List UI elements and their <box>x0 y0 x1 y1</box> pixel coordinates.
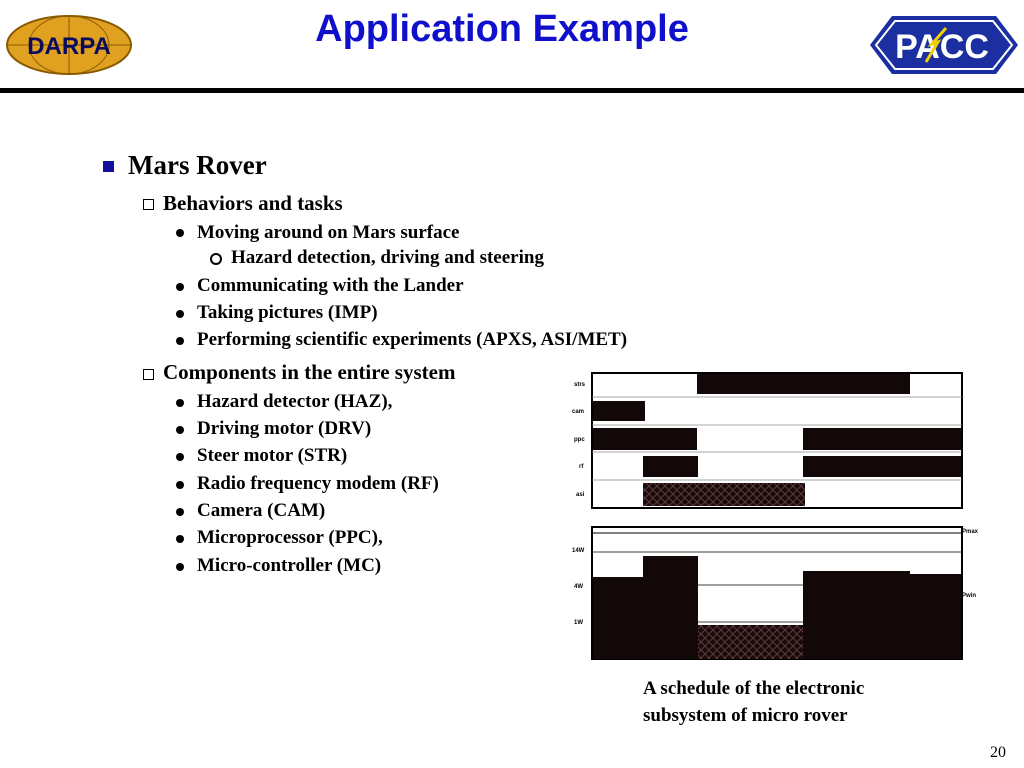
power-bar <box>593 577 645 659</box>
power-label-4w: 4W <box>574 584 583 590</box>
power-label-pwin: Pwin <box>962 593 976 599</box>
gantt-bar <box>643 483 805 506</box>
darpa-logo: DARPA <box>5 14 133 81</box>
power-label-14w: 14W <box>572 548 585 554</box>
gantt-label-ppc: ppc <box>574 437 585 443</box>
bullet-hazard-steer: Hazard detection, driving and steering <box>231 247 544 268</box>
page-number: 20 <box>990 744 1006 761</box>
open-square-bullet-icon <box>143 199 154 210</box>
open-square-bullet-icon <box>143 369 154 380</box>
dot-bullet-icon <box>176 399 184 407</box>
gantt-bar <box>593 401 645 421</box>
caption-line-2: subsystem of micro rover <box>643 705 848 726</box>
pacc-logo: PACC <box>868 14 1020 81</box>
bullet-cam: Camera (CAM) <box>197 500 326 521</box>
gantt-bar <box>697 374 910 394</box>
schedule-figure: strs cam ppc rf asi 14W 4W 1W Pmax Pwin <box>565 370 985 670</box>
power-bar <box>698 625 803 659</box>
power-bar <box>643 556 698 659</box>
dot-bullet-icon <box>176 337 184 345</box>
bullet-str: Steer motor (STR) <box>197 445 348 466</box>
dot-bullet-icon <box>176 283 184 291</box>
bullet-mc: Micro-controller (MC) <box>197 555 382 576</box>
bullet-experiments: Performing scientific experiments (APXS,… <box>197 329 628 350</box>
dot-bullet-icon <box>176 229 184 237</box>
gantt-label-rf: rf <box>579 464 584 470</box>
gantt-label-cam: cam <box>572 409 584 415</box>
dot-bullet-icon <box>176 508 184 516</box>
bullet-haz: Hazard detector (HAZ), <box>197 391 393 412</box>
darpa-logo-text: DARPA <box>27 33 111 60</box>
bullet-drv: Driving motor (DRV) <box>197 418 372 439</box>
gantt-label-strs: strs <box>574 382 586 388</box>
bullet-mars-rover: Mars Rover <box>128 150 267 180</box>
power-profile-chart: 14W 4W 1W Pmax Pwin <box>572 526 979 660</box>
bullet-rf: Radio frequency modem (RF) <box>197 473 439 494</box>
page-title: Application Example <box>315 8 689 50</box>
dot-bullet-icon <box>176 535 184 543</box>
header-divider <box>0 88 1024 93</box>
dot-bullet-icon <box>176 310 184 318</box>
dot-bullet-icon <box>176 426 184 434</box>
caption-line-1: A schedule of the electronic <box>643 678 865 699</box>
power-label-1w: 1W <box>574 620 583 626</box>
square-bullet-icon <box>103 161 114 172</box>
gantt-bar <box>803 428 961 450</box>
power-bar <box>803 571 910 659</box>
figure-caption: A schedule of the electronic subsystem o… <box>643 675 864 729</box>
bullet-behaviors: Behaviors and tasks <box>163 191 343 215</box>
dot-bullet-icon <box>176 563 184 571</box>
ring-bullet-icon <box>210 253 222 265</box>
bullet-communicating: Communicating with the Lander <box>197 275 464 296</box>
power-label-pmax: Pmax <box>962 529 979 535</box>
power-bar <box>910 574 961 659</box>
dot-bullet-icon <box>176 481 184 489</box>
bullet-moving: Moving around on Mars surface <box>197 222 460 243</box>
gantt-bar <box>593 428 697 450</box>
bullet-pictures: Taking pictures (IMP) <box>197 302 378 323</box>
bullet-components: Components in the entire system <box>163 360 456 384</box>
gantt-label-asi: asi <box>576 492 585 498</box>
gantt-bar <box>643 456 698 477</box>
dot-bullet-icon <box>176 453 184 461</box>
gantt-chart: strs cam ppc rf asi <box>572 372 963 509</box>
gantt-bar <box>803 456 961 477</box>
bullet-ppc: Microprocessor (PPC), <box>197 527 383 548</box>
